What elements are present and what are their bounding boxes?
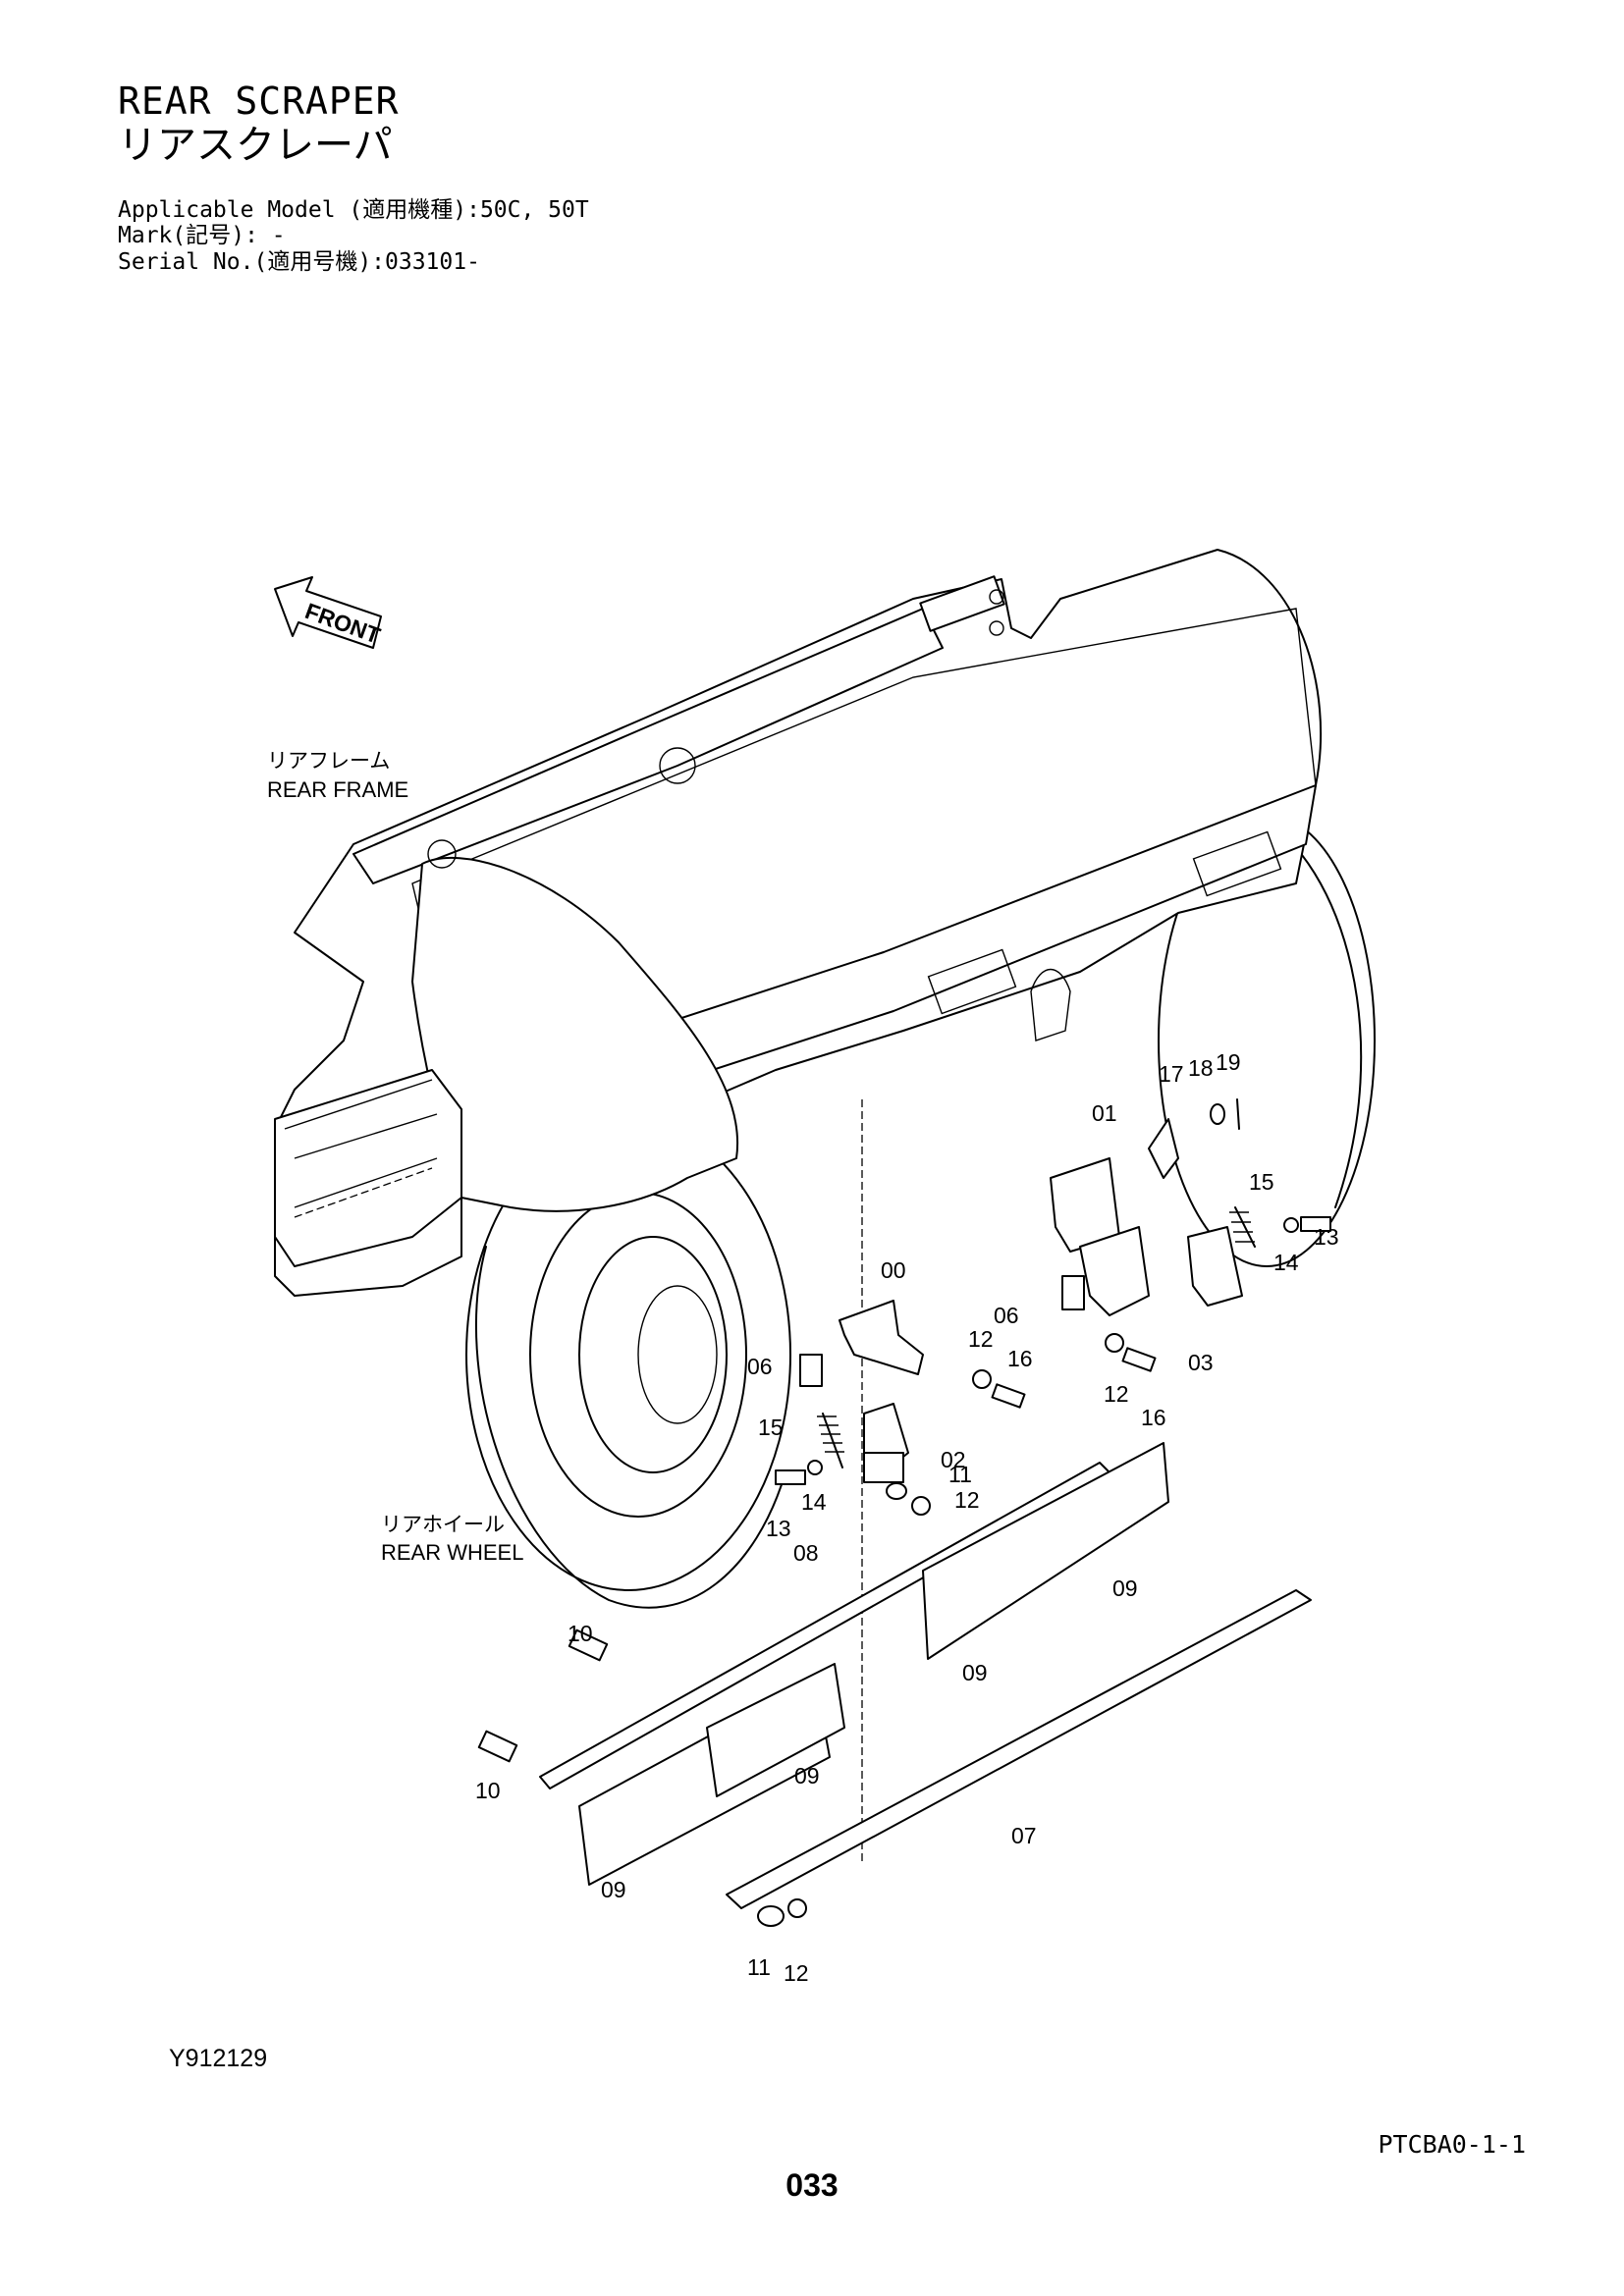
part-label-08: 08 xyxy=(793,1540,819,1566)
bolt-06-left xyxy=(799,1354,823,1387)
part-label-09-d: 09 xyxy=(601,1877,626,1902)
part-labels: 00 01 02 03 06 06 07 08 09 09 09 09 10 1… xyxy=(475,1049,1339,1986)
page-title: REAR SCRAPER xyxy=(118,80,400,123)
part-label-06-right: 06 xyxy=(994,1303,1019,1328)
figure-id: Y912129 xyxy=(169,2045,268,2072)
plate-09-b xyxy=(922,1442,1169,1660)
mark: Mark(記号): - xyxy=(118,223,286,248)
rear-frame-callout: リアフレーム REAR FRAME xyxy=(267,749,408,802)
part-label-12-a: 12 xyxy=(968,1326,994,1352)
rear-wheel-label-en: REAR WHEEL xyxy=(381,1540,523,1565)
part-label-09-a: 09 xyxy=(1112,1575,1138,1601)
part-label-13-a: 13 xyxy=(766,1516,791,1541)
spring-left xyxy=(822,1413,843,1468)
part-label-07: 07 xyxy=(1011,1823,1037,1848)
part-label-18: 18 xyxy=(1188,1055,1214,1081)
part-label-17: 17 xyxy=(1159,1061,1184,1087)
rear-frame-label-en: REAR FRAME xyxy=(267,777,408,802)
rear-frame-label-jp: リアフレーム xyxy=(267,749,390,773)
part-label-06-left: 06 xyxy=(747,1354,773,1379)
rear-wheel-callout: リアホイール REAR WHEEL xyxy=(381,1513,523,1565)
part-label-19: 19 xyxy=(1216,1049,1241,1075)
part-label-09-c: 09 xyxy=(794,1763,820,1789)
part-label-11-a: 11 xyxy=(948,1462,972,1487)
part-label-01: 01 xyxy=(1092,1100,1117,1126)
part-label-15-b: 15 xyxy=(1249,1169,1274,1195)
part-label-12-d: 12 xyxy=(784,1960,809,1986)
bracket-assembly-right xyxy=(1050,1098,1331,1372)
part-label-03: 03 xyxy=(1188,1350,1214,1375)
part-label-16-b: 16 xyxy=(1141,1405,1166,1430)
applicable-model: Applicable Model (適用機種):50C, 50T xyxy=(118,197,589,223)
part-label-13-b: 13 xyxy=(1314,1224,1339,1250)
part-label-16-a: 16 xyxy=(1007,1346,1033,1371)
part-label-09-b: 09 xyxy=(962,1660,988,1685)
page-title-japanese: リアスクレーパ xyxy=(118,123,393,168)
part-label-10-b: 10 xyxy=(475,1778,501,1803)
document-code: PTCBA0-1-1 xyxy=(1378,2130,1526,2159)
part-label-10-a: 10 xyxy=(568,1621,593,1646)
part-label-15-a: 15 xyxy=(758,1415,784,1440)
scraper-plates xyxy=(477,1442,1312,1927)
front-arrow-icon: FRONT xyxy=(274,576,384,649)
part-label-12-c: 12 xyxy=(1104,1381,1129,1407)
part-label-14-b: 14 xyxy=(1273,1250,1299,1275)
page-number: 033 xyxy=(785,2167,839,2203)
plate-09-c xyxy=(706,1663,845,1797)
serial-number: Serial No.(適用号機):033101- xyxy=(118,249,480,275)
part-label-00: 00 xyxy=(881,1257,906,1283)
rear-frame xyxy=(274,549,1323,1297)
part-label-14-a: 14 xyxy=(801,1489,827,1515)
bracket-assembly-left xyxy=(775,1300,1026,1516)
rear-wheel-label-jp: リアホイール xyxy=(381,1513,505,1536)
part-label-12-b: 12 xyxy=(954,1487,980,1513)
part-label-02: 02 xyxy=(941,1447,966,1472)
part-label-11-b: 11 xyxy=(747,1954,771,1980)
